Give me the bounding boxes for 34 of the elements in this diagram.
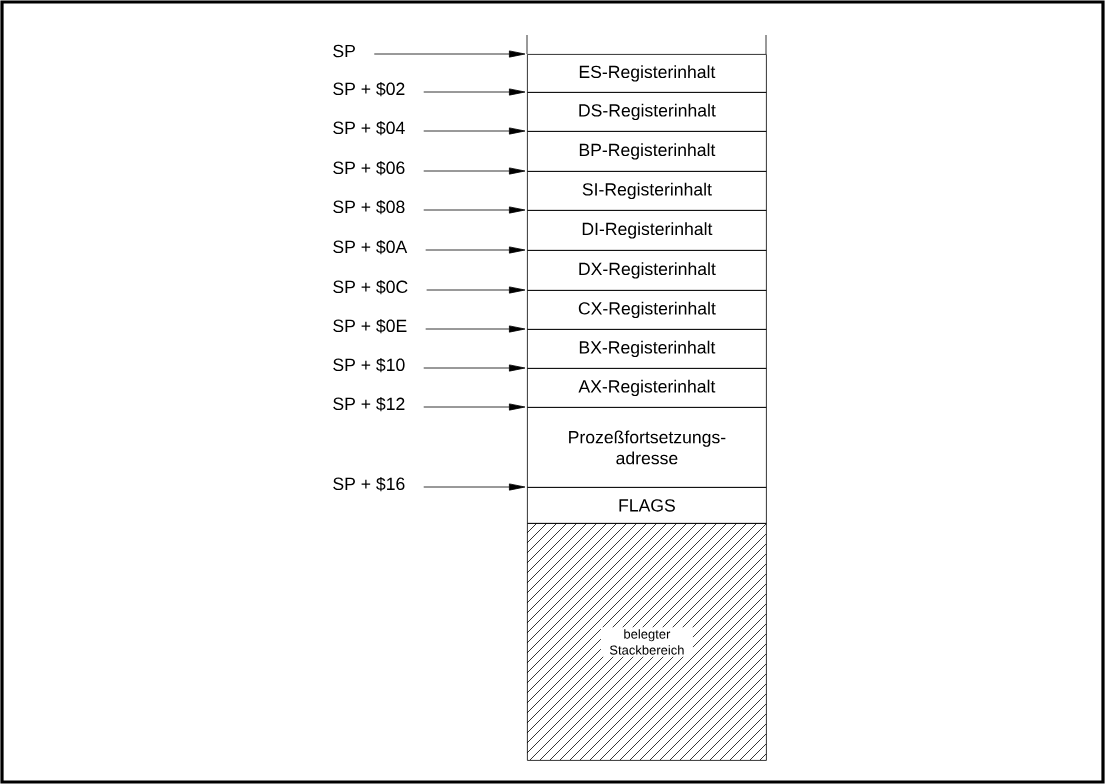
arrow [373, 50, 526, 58]
arrow [425, 325, 526, 333]
address-label: SP + $0A [333, 239, 408, 255]
address-label: SP + $0C [333, 279, 408, 295]
stack-cell: BP-Registerinhalt [527, 131, 767, 172]
address-label: SP [333, 44, 355, 58]
stack-cell: DI-Registerinhalt [527, 210, 767, 251]
stack-cell: ES-Registerinhalt [526, 34, 767, 93]
stack-cell: FLAGS [527, 487, 767, 524]
address-label: SP + $0E [333, 318, 407, 334]
stack-cell: BX-Registerinhalt [527, 329, 767, 369]
arrow [423, 483, 526, 491]
address-label: SP + $08 [333, 199, 405, 215]
arrow [426, 286, 526, 294]
arrow [423, 364, 526, 372]
arrow [423, 206, 526, 214]
stack-cell: DX-Registerinhalt [527, 250, 767, 291]
arrow [425, 246, 526, 254]
arrow [423, 127, 526, 135]
address-label: SP + $10 [333, 357, 405, 373]
address-label: SP + $06 [333, 160, 405, 176]
stack-cell: Prozeßfortsetzungs-adresse [527, 407, 767, 488]
hatched-area: belegter Stackbereich [527, 523, 767, 761]
stack-cell: AX-Registerinhalt [527, 368, 767, 408]
stack-cell: DS-Registerinhalt [527, 92, 767, 132]
arrow [423, 88, 526, 96]
arrow [423, 167, 526, 175]
address-label: SP + $02 [333, 81, 405, 97]
stack-cell: SI-Registerinhalt [527, 171, 767, 211]
address-label: SP + $04 [333, 120, 405, 136]
stack-cell: CX-Registerinhalt [527, 290, 767, 330]
arrow [423, 403, 526, 411]
address-label: SP + $16 [333, 476, 405, 492]
address-label: SP + $12 [333, 396, 405, 412]
